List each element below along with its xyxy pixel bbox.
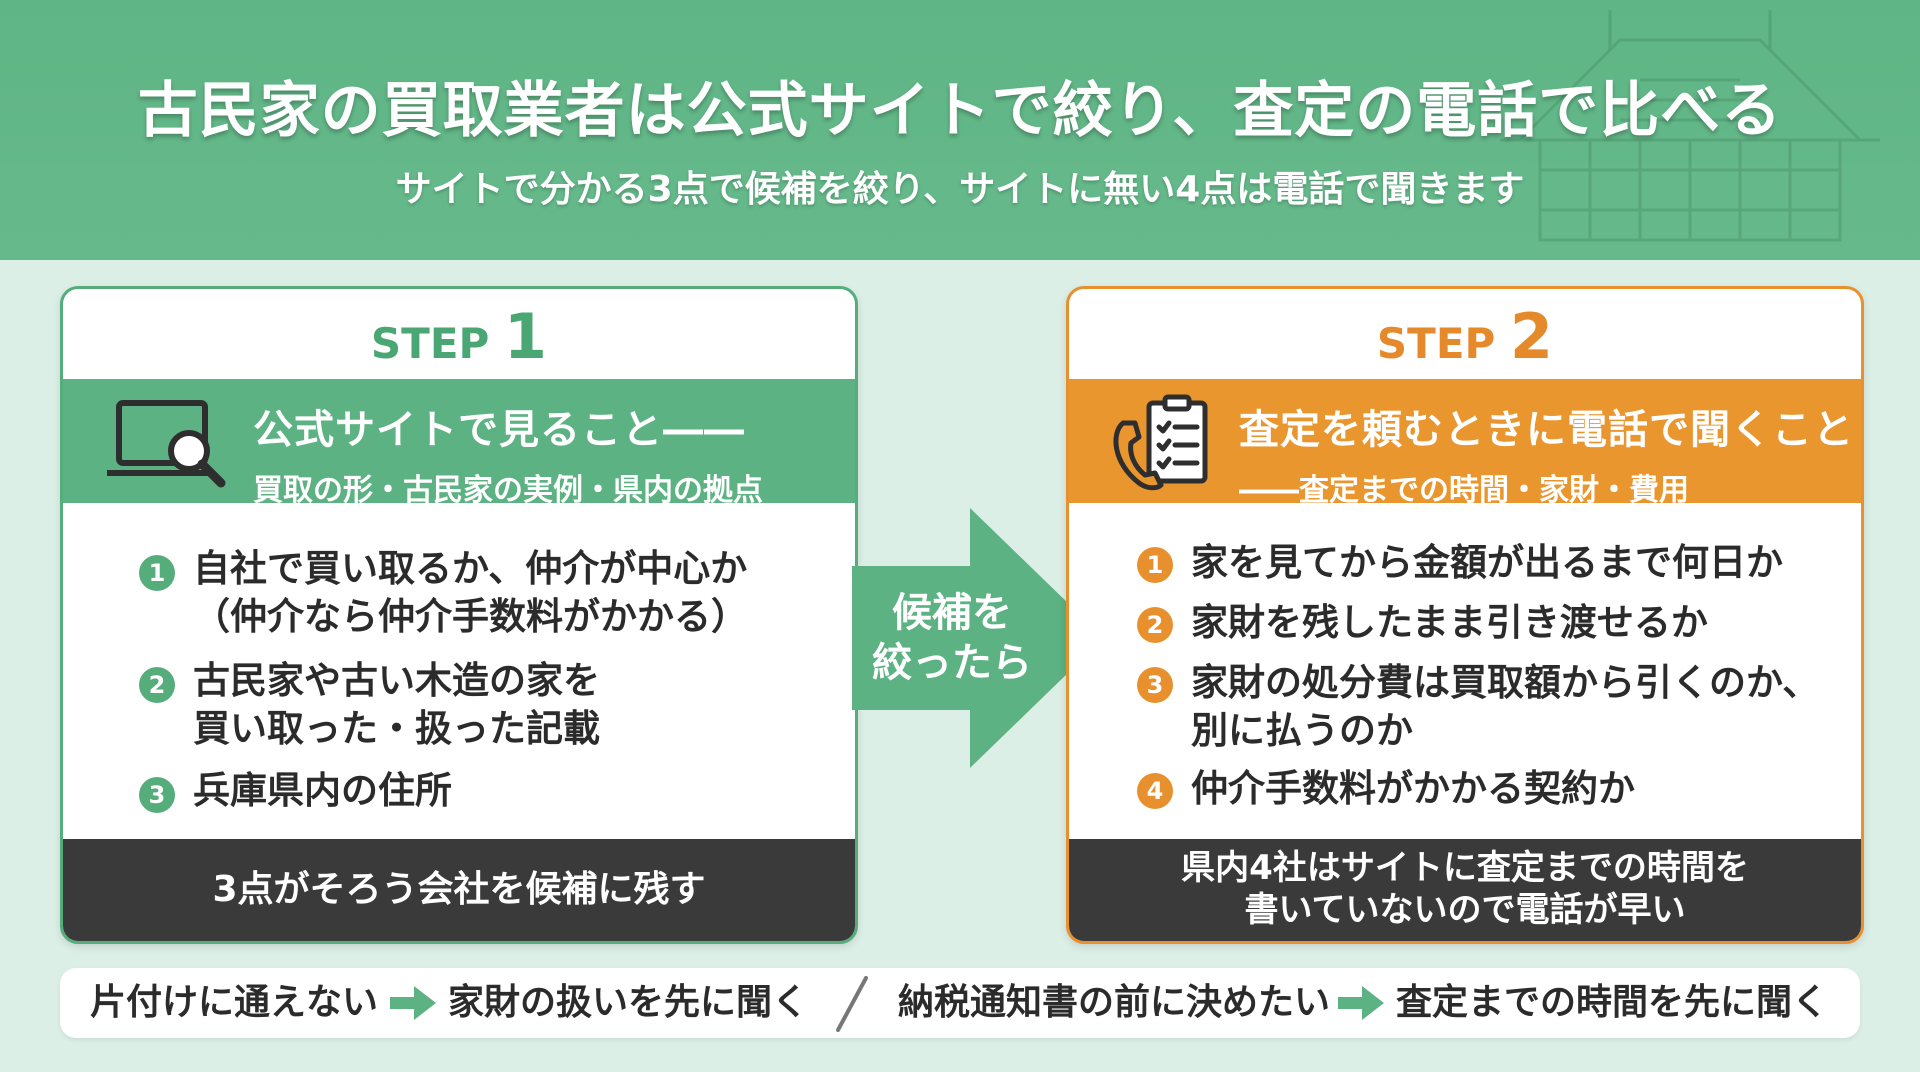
step2-footer: 県内4社はサイトに査定までの時間を 書いていないので電話が早い [1069, 839, 1861, 941]
number-badge-3: 3 [1137, 667, 1173, 703]
step2-label: STEP 2 [1069, 289, 1861, 377]
step1-item-2-text: 古民家や古い木造の家を 買い取った・扱った記載 [193, 657, 600, 753]
page-subtitle: サイトで分かる3点で候補を絞り、サイトに無い4点は電話で聞きます [395, 169, 1525, 210]
step1-footer-text: 3点がそろう会社を候補に残す [212, 869, 706, 910]
step1-band-title: 公式サイトで見ること―― [253, 407, 745, 453]
step1-band-text: 公式サイトで見ること―― 買取の形・古民家の実例・県内の拠点 [253, 397, 763, 509]
step1-item-3-line1: 兵庫県内の住所 [193, 769, 452, 812]
number-badge-4: 4 [1137, 773, 1173, 809]
step2-item-2-line1: 家財を残したまま引き渡せるか [1191, 601, 1708, 644]
arrow-label: 候補を 絞ったら [862, 588, 1042, 688]
step1-number: 1 [503, 300, 548, 373]
step2-card: STEP 2 査定を頼むときに電話で聞くこと ――査定までの時間・家財・費用 1… [1066, 286, 1864, 944]
step2-item-4-text: 仲介手数料がかかる契約か [1191, 765, 1635, 813]
step2-item-3-line1: 家財の処分費は買取額から引くのか、 [1191, 661, 1820, 704]
step2-band-subtitle: ――査定までの時間・家財・費用 [1239, 473, 1689, 508]
step2-item-1-line1: 家を見てから金額が出るまで何日か [1191, 541, 1783, 584]
right-arrow-icon [390, 986, 436, 1020]
bottom-tips-strip: 片付けに通えない 家財の扱いを先に聞く 納税通知書の前に決めたい 査定までの時間… [60, 968, 1860, 1038]
arrow-label-line1: 候補を [892, 590, 1012, 636]
step1-item-2-line2: 買い取った・扱った記載 [193, 707, 600, 750]
step2-item-4-line1: 仲介手数料がかかる契約か [1191, 767, 1635, 810]
number-badge-2: 2 [1137, 607, 1173, 643]
step2-item-2-text: 家財を残したまま引き渡せるか [1191, 599, 1708, 647]
step1-item-2-line1: 古民家や古い木造の家を [193, 659, 600, 702]
step2-band-title: 査定を頼むときに電話で聞くこと [1239, 407, 1854, 453]
number-badge-2: 2 [139, 667, 175, 703]
page-title: 古民家の買取業者は公式サイトで絞り、査定の電話で比べる [137, 76, 1783, 146]
step1-word: STEP [370, 319, 504, 368]
tip-left-action: 家財の扱いを先に聞く [448, 982, 809, 1023]
step2-number: 2 [1509, 300, 1554, 373]
step2-item-3-text: 家財の処分費は買取額から引くのか、 別に払うのか [1191, 659, 1819, 755]
step1-item-1-line1: 自社で買い取るか、仲介が中心か [193, 547, 748, 590]
step2-footer-text: 県内4社はサイトに査定までの時間を 書いていないので電話が早い [1069, 839, 1861, 931]
divider-slash [836, 976, 868, 1032]
tip-right-condition: 納税通知書の前に決めたい [898, 982, 1331, 1023]
step1-item-1-text: 自社で買い取るか、仲介が中心か （仲介なら仲介手数料がかかる） [193, 545, 748, 641]
step2-item-3-line2: 別に払うのか [1191, 709, 1413, 752]
header-banner: 古民家の買取業者は公式サイトで絞り、査定の電話で比べる サイトで分かる3点で候補… [0, 0, 1920, 260]
old-house-illustration [1500, 10, 1880, 242]
tip-left-condition: 片付けに通えない [90, 982, 379, 1023]
tip-right-action: 査定までの時間を先に聞く [1396, 982, 1829, 1023]
phone-checklist-icon [1113, 394, 1208, 491]
step2-footer-line2: 書いていないので電話が早い [1244, 890, 1686, 930]
step2-item-1-text: 家を見てから金額が出るまで何日か [1191, 539, 1783, 587]
step2-word: STEP [1376, 319, 1510, 368]
number-badge-3: 3 [139, 777, 175, 813]
step1-item-1-line2: （仲介なら仲介手数料がかかる） [193, 595, 748, 638]
laptop-magnifier-icon [107, 400, 226, 488]
number-badge-1: 1 [1137, 547, 1173, 583]
step1-band: 公式サイトで見ること―― 買取の形・古民家の実例・県内の拠点 [63, 379, 855, 508]
step1-card: STEP 1 公式サイトで見ること―― 買取の形・古民家の実例・県内の拠点 1 … [60, 286, 858, 944]
step1-band-subtitle: 買取の形・古民家の実例・県内の拠点 [253, 473, 763, 508]
step2-band-text: 査定を頼むときに電話で聞くこと ――査定までの時間・家財・費用 [1239, 397, 1854, 509]
step1-item-3-text: 兵庫県内の住所 [193, 767, 452, 815]
step1-footer: 3点がそろう会社を候補に残す [63, 839, 855, 941]
right-arrow-icon [1338, 986, 1384, 1020]
step1-label: STEP 1 [63, 289, 855, 377]
number-badge-1: 1 [139, 555, 175, 591]
arrow-label-line2: 絞ったら [872, 640, 1032, 686]
step2-footer-line1: 県内4社はサイトに査定までの時間を [1181, 848, 1749, 888]
step2-band: 査定を頼むときに電話で聞くこと ――査定までの時間・家財・費用 [1069, 379, 1861, 508]
right-arrow-icon [852, 508, 1104, 768]
